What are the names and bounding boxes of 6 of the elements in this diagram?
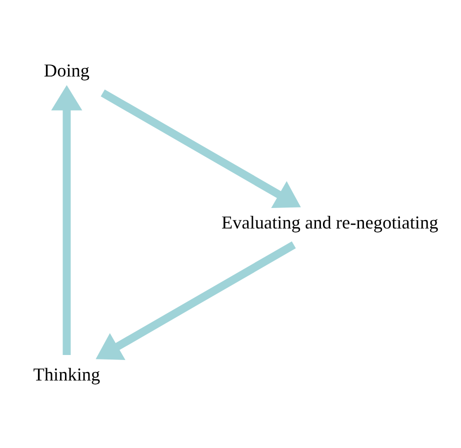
arrow: [51, 85, 82, 356]
arrow: [100, 89, 301, 208]
node-text: Evaluating and re-negotiating: [221, 212, 438, 232]
node-text: Doing: [44, 60, 90, 80]
node-text: Thinking: [33, 364, 100, 384]
arrow: [96, 241, 296, 360]
